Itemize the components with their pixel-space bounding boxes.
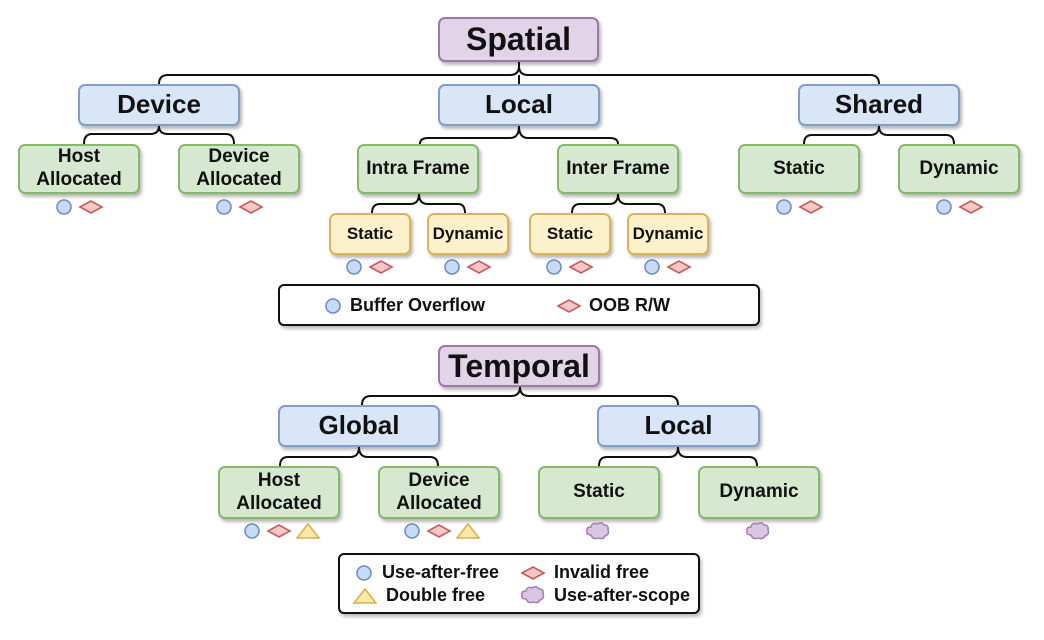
diamond-icon (466, 260, 492, 274)
shared-dynamic-markers (936, 199, 984, 215)
intra-static-markers (346, 259, 394, 275)
legend-invalid-free: Invalid free (520, 562, 649, 583)
circle-icon (776, 199, 792, 215)
diamond-icon (557, 298, 581, 313)
circle-icon (346, 259, 362, 275)
circle-icon (216, 199, 232, 215)
circle-icon (936, 199, 952, 215)
legend-buffer-overflow-label: Buffer Overflow (350, 295, 486, 315)
diamond-icon (368, 260, 394, 274)
diamond-icon (238, 200, 264, 214)
legend-use-after-scope-label: Use-after-scope (554, 584, 691, 605)
circle-icon (546, 259, 562, 275)
cloud-icon (586, 521, 610, 540)
shared-static-markers (776, 199, 824, 215)
spatial-device-node: Device (78, 84, 240, 126)
spatial-inter-frame-node: Inter Frame (557, 144, 679, 194)
temporal-global-node: Global (278, 405, 440, 447)
cloud-icon (746, 521, 770, 540)
spatial-legend: Buffer Overflow OOB R/W (278, 284, 760, 326)
triangle-icon (455, 522, 481, 539)
triangle-icon (352, 587, 378, 604)
diamond-icon (958, 200, 984, 214)
spatial-local-node: Local (438, 84, 600, 126)
spatial-shared-node: Shared (798, 84, 960, 126)
intra-dynamic-markers (444, 259, 492, 275)
cloud-icon (521, 585, 545, 604)
spatial-host-allocated-node: Host Allocated (18, 144, 140, 194)
diamond-icon (426, 524, 452, 538)
diamond-icon (666, 260, 692, 274)
temporal-device-markers (404, 522, 481, 539)
circle-icon (444, 259, 460, 275)
legend-oob-rw: OOB R/W (557, 295, 670, 316)
circle-icon (356, 564, 372, 581)
spatial-intra-frame-node: Intra Frame (357, 144, 479, 194)
temporal-legend: Use-after-free Invalid free Double free … (338, 553, 700, 614)
device-alloc-markers (216, 199, 264, 215)
circle-icon (244, 523, 260, 539)
legend-use-after-free-label: Use-after-free (382, 562, 500, 582)
legend-invalid-free-label: Invalid free (554, 562, 650, 582)
temporal-static-node: Static (538, 466, 660, 519)
temporal-dynamic-markers (746, 521, 770, 540)
diamond-icon (568, 260, 594, 274)
intra-static-node: Static (329, 213, 411, 255)
inter-dynamic-node: Dynamic (627, 213, 709, 255)
spatial-shared-dynamic-node: Dynamic (898, 144, 1020, 194)
legend-double-free-label: Double free (386, 585, 486, 605)
legend-double-free: Double free (352, 585, 485, 606)
intra-dynamic-node: Dynamic (427, 213, 509, 255)
spatial-root-node: Spatial (438, 17, 599, 62)
spatial-shared-static-node: Static (738, 144, 860, 194)
triangle-icon (295, 522, 321, 539)
legend-use-after-scope: Use-after-scope (520, 584, 690, 606)
diamond-icon (266, 524, 292, 538)
temporal-root-node: Temporal (438, 345, 600, 387)
inter-static-node: Static (529, 213, 611, 255)
circle-icon (404, 523, 420, 539)
circle-icon (644, 259, 660, 275)
diamond-icon (520, 565, 546, 580)
inter-static-markers (546, 259, 594, 275)
temporal-static-markers (586, 521, 610, 540)
diamond-icon (798, 200, 824, 214)
diamond-icon (78, 200, 104, 214)
circle-icon (56, 199, 72, 215)
temporal-host-markers (244, 522, 321, 539)
host-alloc-markers (56, 199, 104, 215)
temporal-dynamic-node: Dynamic (698, 466, 820, 519)
temporal-device-allocated-node: Device Allocated (378, 466, 500, 519)
spatial-device-allocated-node: Device Allocated (178, 144, 300, 194)
temporal-host-allocated-node: Host Allocated (218, 466, 340, 519)
legend-buffer-overflow: Buffer Overflow (324, 295, 485, 316)
legend-oob-rw-label: OOB R/W (589, 295, 670, 315)
legend-use-after-free: Use-after-free (354, 562, 499, 583)
temporal-local-node: Local (597, 405, 760, 447)
circle-icon (325, 297, 341, 314)
inter-dynamic-markers (644, 259, 692, 275)
